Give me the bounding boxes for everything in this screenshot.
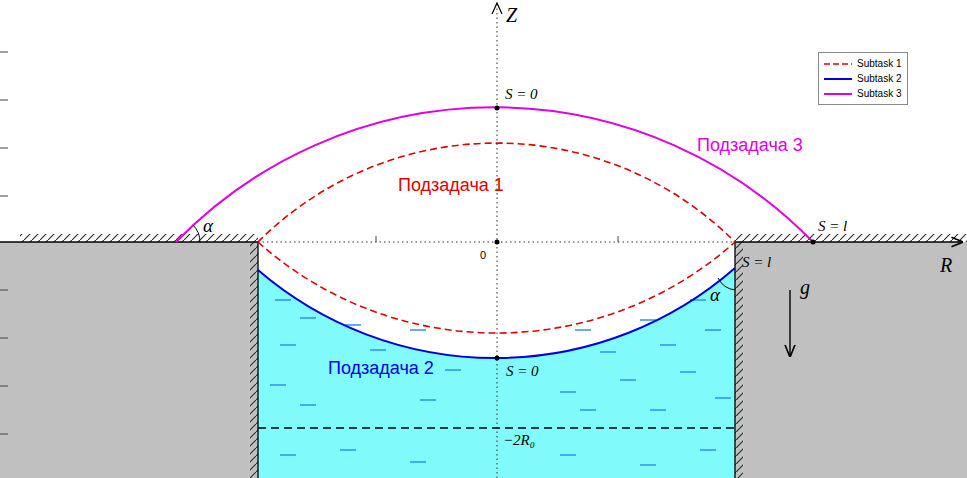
subtask1-upper (258, 143, 735, 242)
surface-hatching (735, 234, 967, 242)
level-label: −2R₀ (503, 432, 535, 449)
point-label: S = 0 (505, 86, 538, 103)
legend-box: Subtask 1 Subtask 2 Subtask 3 (818, 52, 908, 105)
legend-sample (823, 89, 853, 99)
points (495, 106, 816, 361)
legend-sample (823, 59, 853, 69)
angle-label: α (203, 216, 213, 237)
wall-hatching (250, 242, 258, 478)
legend-text: Subtask 3 (857, 88, 901, 99)
curve-label: Подзадача 1 (398, 176, 504, 196)
legend-row: Subtask 3 (823, 86, 901, 101)
z-axis-head (492, 3, 502, 14)
point-label: S = l (818, 218, 847, 235)
level-line (258, 427, 735, 428)
ground-block (735, 242, 967, 478)
wall-line (258, 242, 735, 478)
subtask1-lower (258, 242, 735, 333)
point-label: S = 0 (506, 363, 539, 380)
curve-label: Подзадача 3 (697, 136, 803, 156)
angle-arc (718, 278, 735, 290)
subtask2-meniscus (258, 268, 735, 358)
angle-label: α (710, 285, 720, 306)
gravity-label: g⃗ (800, 276, 826, 298)
legend-row: Subtask 1 (823, 56, 901, 71)
axis-label: R (940, 254, 952, 276)
legend-row: Subtask 2 (823, 71, 901, 86)
origin-label: 0 (480, 249, 486, 261)
gravity-arrow (789, 290, 790, 356)
legend-text: Subtask 1 (857, 58, 901, 69)
wall-hatching (735, 242, 743, 478)
curve-label: Подзадача 2 (328, 359, 434, 379)
r-axis (735, 241, 962, 242)
legend-sample (823, 74, 853, 84)
point-label: S = l (742, 254, 771, 271)
ground-line (0, 241, 258, 242)
subtask3-drop (176, 107, 813, 242)
liquid-marks (270, 300, 731, 465)
axis-label: Z (506, 4, 517, 26)
tick-marks (0, 52, 618, 434)
surface-hatching (20, 234, 258, 242)
ground-block (0, 242, 258, 478)
angle-arc (193, 225, 200, 242)
legend-text: Subtask 2 (857, 73, 901, 84)
